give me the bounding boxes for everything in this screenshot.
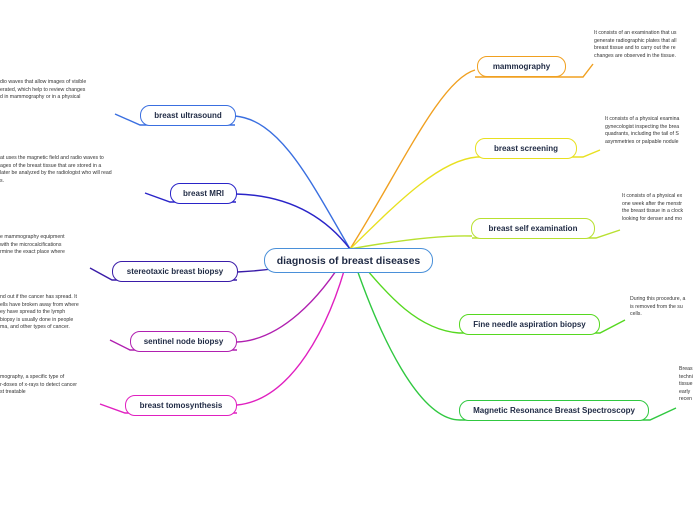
connector-mammography-underline (475, 63, 594, 78)
note-line: early (679, 388, 691, 395)
note-line: Breas (679, 366, 693, 372)
note-line: generate radiographic plates that all (594, 37, 677, 44)
note-line: It consists of a physical examina (605, 116, 680, 122)
note-line: gynecologist inspecting the brea (605, 123, 680, 130)
note-line: st treatable (0, 389, 26, 396)
note-line: asymmetries or palpable nodule (605, 138, 679, 145)
note-line: During this procedure, a (630, 296, 686, 302)
node-breast-tomosynthesis[interactable]: breast tomosynthesis (125, 395, 237, 416)
note-line: cells. (630, 311, 642, 318)
node-stereotaxic-breast-biopsy[interactable]: stereotaxic breast biopsy (112, 261, 238, 282)
connector-breast-tomosynthesis (236, 248, 351, 406)
note-line: ells have broken away from where (0, 301, 79, 308)
connector-mr-spectroscopy (349, 248, 461, 421)
central-topic[interactable]: diagnosis of breast diseases (264, 248, 433, 273)
note-line: tissue (679, 381, 693, 388)
note-line: ma, and other types of cancer. (0, 324, 70, 331)
node-breast-ultrasound[interactable]: breast ultrasound (140, 105, 236, 126)
node-sentinel-node-biopsy[interactable]: sentinel node biopsy (130, 331, 237, 352)
connector-breast-ultrasound (234, 115, 351, 250)
note-line: recen (679, 396, 692, 403)
note-line: It consists of a physical ex (622, 193, 683, 199)
note-line: s. (0, 177, 5, 184)
note-line: changes are observed in the tissue. (594, 52, 676, 59)
connector-breast-mri (235, 193, 351, 250)
note-line: looking for denser and mo (622, 215, 682, 222)
node-fine-needle-aspiration-biopsy[interactable]: Fine needle aspiration biopsy (459, 314, 600, 335)
note-line: quadrants, including the tail of S (605, 131, 679, 138)
note-line: ages of the breast tissue that are store… (0, 162, 102, 169)
connector-breast-screening (349, 156, 478, 250)
note-line: biopsy is usually done in people (0, 316, 74, 323)
note-line: erated, which help to review changes (0, 86, 86, 93)
note-line: r-doses of x-rays to detect cancer (0, 381, 77, 388)
node-breast-self-examination[interactable]: breast self examination (471, 218, 595, 239)
note-line: It consists of an examination that us (594, 30, 677, 36)
note-line: breast tissue and to carry out the re (594, 45, 676, 52)
note-line: with the microcalcifications (0, 241, 62, 248)
note-line: dio waves that allow images of visible (0, 79, 87, 85)
note-line: e mammography equipment (0, 234, 65, 240)
note-line: later be analyzed by the radiologist who… (0, 170, 112, 177)
note-line: the breast tissue in a clock (622, 208, 684, 215)
note-breast-mri: at uses the magnetic field and radio wav… (0, 155, 140, 189)
node-mammography[interactable]: mammography (477, 56, 566, 77)
connector-breast-self-examination (349, 235, 473, 250)
note-line: techni (679, 373, 693, 380)
connector-mammography (349, 69, 476, 250)
note-line: nd out if the cancer has spread. It (0, 294, 77, 300)
note-line: mography, a specific type of (0, 374, 65, 380)
note-line: at uses the magnetic field and radio wav… (0, 155, 104, 161)
note-line: one week after the menstr (622, 200, 682, 207)
note-line: rmine the exact place where (0, 249, 65, 256)
note-line: is removed from the su (630, 303, 683, 310)
node-breast-mri[interactable]: breast MRI (170, 183, 237, 204)
note-line: ey have spread to the lymph (0, 309, 66, 316)
node-mr-breast-spectroscopy[interactable]: Magnetic Resonance Breast Spectroscopy (459, 400, 649, 421)
note-line: d in mammography or in a physical (0, 94, 81, 101)
node-breast-screening[interactable]: breast screening (475, 138, 577, 159)
